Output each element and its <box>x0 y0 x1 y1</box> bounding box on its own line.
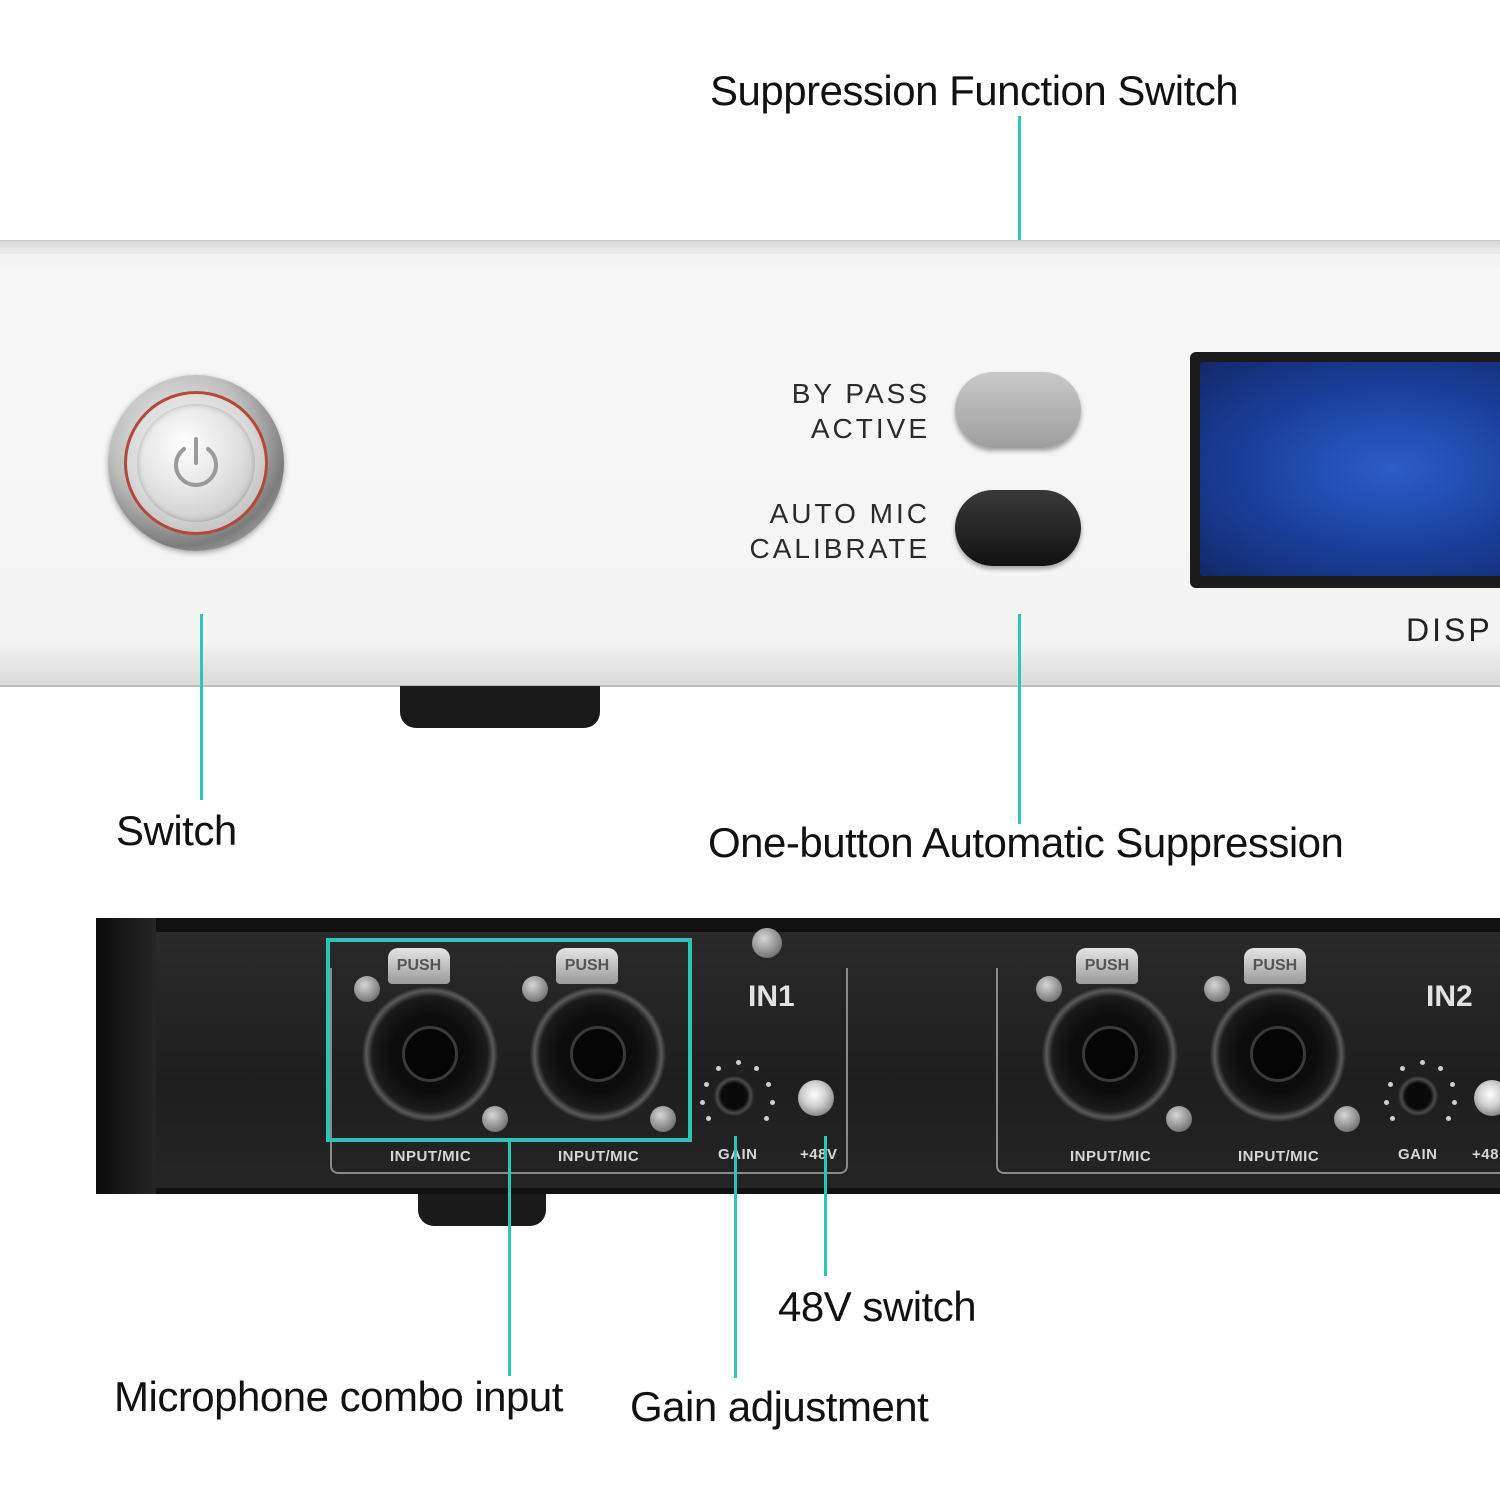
gain-dot <box>1400 1066 1405 1071</box>
gain-dot <box>1438 1066 1443 1071</box>
input-mic-label-1: INPUT/MIC <box>390 1148 472 1165</box>
screw <box>354 976 380 1002</box>
gain-dot <box>1390 1116 1395 1121</box>
gain-dot <box>764 1116 769 1121</box>
input-mic-label-2: INPUT/MIC <box>558 1148 640 1165</box>
phantom-48v-button-in1[interactable] <box>798 1080 834 1116</box>
screw <box>1334 1106 1360 1132</box>
front-panel-edge <box>0 252 1500 254</box>
gain-leader-line <box>734 1136 737 1378</box>
screw <box>650 1106 676 1132</box>
rear-bevel <box>96 918 156 1194</box>
auto-mic-calibrate-label: AUTO MIC CALIBRATE <box>720 496 930 566</box>
combo-jack-hole <box>1082 1026 1138 1082</box>
input-mic-label-3: INPUT/MIC <box>1070 1148 1152 1165</box>
switch-label: Switch <box>116 807 237 854</box>
suppression-function-switch-label: Suppression Function Switch <box>710 67 1239 114</box>
gain-dot <box>754 1066 759 1071</box>
gain-dot <box>1384 1100 1389 1105</box>
in1-section-frame <box>330 968 848 1174</box>
in2-section-frame <box>996 968 1500 1174</box>
auto-mic-calibrate-button[interactable] <box>955 490 1081 566</box>
lcd-display <box>1200 362 1500 576</box>
front-foot <box>400 686 600 728</box>
input-mic-label-4: INPUT/MIC <box>1238 1148 1320 1165</box>
bypass-label-line1: BY PASS <box>791 378 930 409</box>
gain-knob-in2[interactable] <box>1398 1076 1438 1116</box>
gain-label-in2: GAIN <box>1398 1146 1438 1163</box>
automic-label-line1: AUTO MIC <box>769 498 930 529</box>
gain-dot <box>770 1100 775 1105</box>
gain-dot <box>1388 1082 1393 1087</box>
gain-dot <box>1452 1100 1457 1105</box>
push-tab-3[interactable]: PUSH <box>1076 948 1138 984</box>
push-tab-4[interactable]: PUSH <box>1244 948 1306 984</box>
one-button-automatic-suppression-label: One-button Automatic Suppression <box>708 819 1344 866</box>
gain-dot <box>700 1100 705 1105</box>
combo-jack-hole <box>402 1026 458 1082</box>
push-tab-2[interactable]: PUSH <box>556 948 618 984</box>
screw <box>1204 976 1230 1002</box>
microphone-combo-input-label: Microphone combo input <box>114 1373 563 1420</box>
bypass-active-label: BY PASS ACTIVE <box>760 376 930 446</box>
in2-label: IN2 <box>1426 980 1473 1013</box>
bypass-active-button[interactable] <box>955 372 1081 448</box>
screw <box>522 976 548 1002</box>
combo-input-leader-line <box>508 1140 511 1376</box>
in1-label: IN1 <box>748 980 795 1013</box>
combo-jack-hole <box>570 1026 626 1082</box>
gain-dot <box>706 1116 711 1121</box>
suppression-leader-line <box>1018 116 1021 326</box>
gain-adjustment-label: Gain adjustment <box>630 1383 929 1430</box>
gain-dot <box>1420 1060 1425 1065</box>
48v-leader-line <box>824 1136 827 1276</box>
screw <box>1166 1106 1192 1132</box>
screw <box>1036 976 1062 1002</box>
combo-jack-hole <box>1250 1026 1306 1082</box>
rear-foot <box>418 1194 546 1226</box>
combo-input-highlight <box>326 938 692 1142</box>
screw <box>482 1106 508 1132</box>
rear-top-screw <box>752 928 782 958</box>
gain-dot <box>704 1082 709 1087</box>
gain-dot <box>716 1066 721 1071</box>
power-icon <box>174 437 218 487</box>
gain-knob-in1[interactable] <box>714 1076 754 1116</box>
gain-dot <box>1446 1116 1451 1121</box>
gain-label-in1: GAIN <box>718 1146 758 1163</box>
switch-leader-line <box>200 614 203 800</box>
push-tab-1[interactable]: PUSH <box>388 948 450 984</box>
automic-label-line2: CALIBRATE <box>749 533 930 564</box>
plus48v-label-in1: +48V <box>800 1146 838 1163</box>
bypass-label-line2: ACTIVE <box>810 413 930 444</box>
auto-suppression-leader-line <box>1018 614 1021 824</box>
gain-dot <box>1450 1082 1455 1087</box>
48v-switch-label: 48V switch <box>778 1283 977 1330</box>
gain-dot <box>736 1060 741 1065</box>
gain-dot <box>766 1082 771 1087</box>
plus48v-label-in2: +48 <box>1472 1146 1499 1163</box>
phantom-48v-button-in2[interactable] <box>1474 1080 1500 1116</box>
display-label: DISP <box>1406 612 1493 648</box>
